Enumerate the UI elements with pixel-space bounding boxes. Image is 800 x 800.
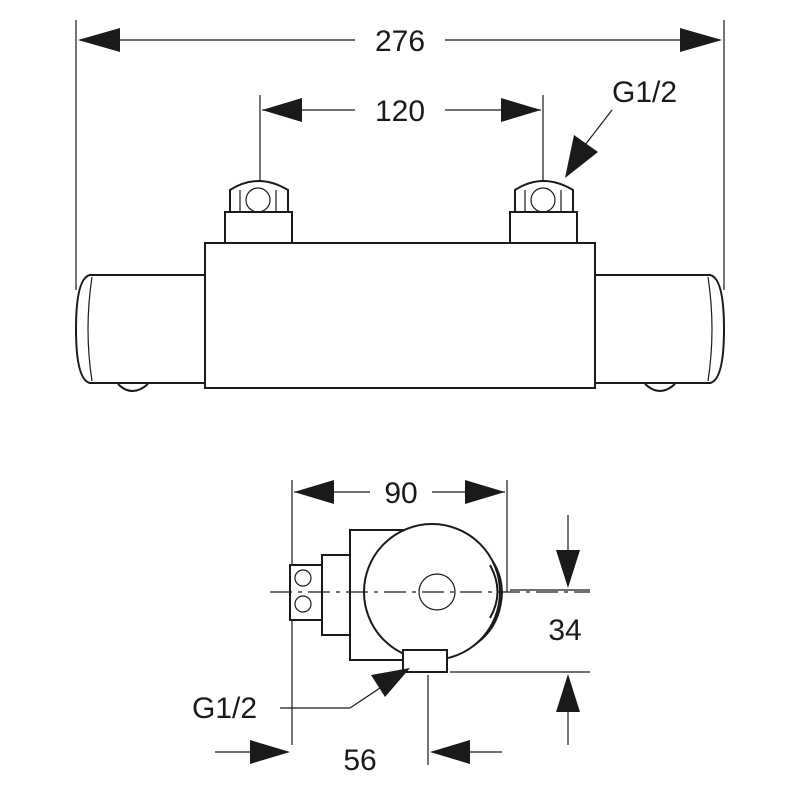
dimension-label: 90 (384, 477, 417, 510)
dimension-label: 34 (548, 614, 581, 647)
side-view: 90 34 G1/2 (192, 477, 590, 777)
dimension-90: 90 (294, 477, 505, 510)
inlet-nut-right (509, 180, 578, 244)
dimension-label: 276 (375, 25, 425, 58)
dimension-56: 56 (215, 740, 502, 777)
inlet-nut-left (224, 180, 293, 244)
dimension-120: 120 (262, 95, 541, 128)
inlet-thread-callout: G1/2 (565, 76, 677, 178)
outlet-thread-callout: G1/2 (192, 668, 410, 725)
dimension-label: 120 (375, 95, 425, 128)
dimension-label: 56 (343, 744, 376, 777)
dimension-34: 34 (548, 515, 582, 745)
front-view: 276 120 G1/2 (74, 20, 726, 392)
thread-label: G1/2 (612, 76, 677, 109)
valve-body (74, 180, 726, 392)
thread-label: G1/2 (192, 692, 257, 725)
dimension-276: 276 (78, 25, 722, 58)
